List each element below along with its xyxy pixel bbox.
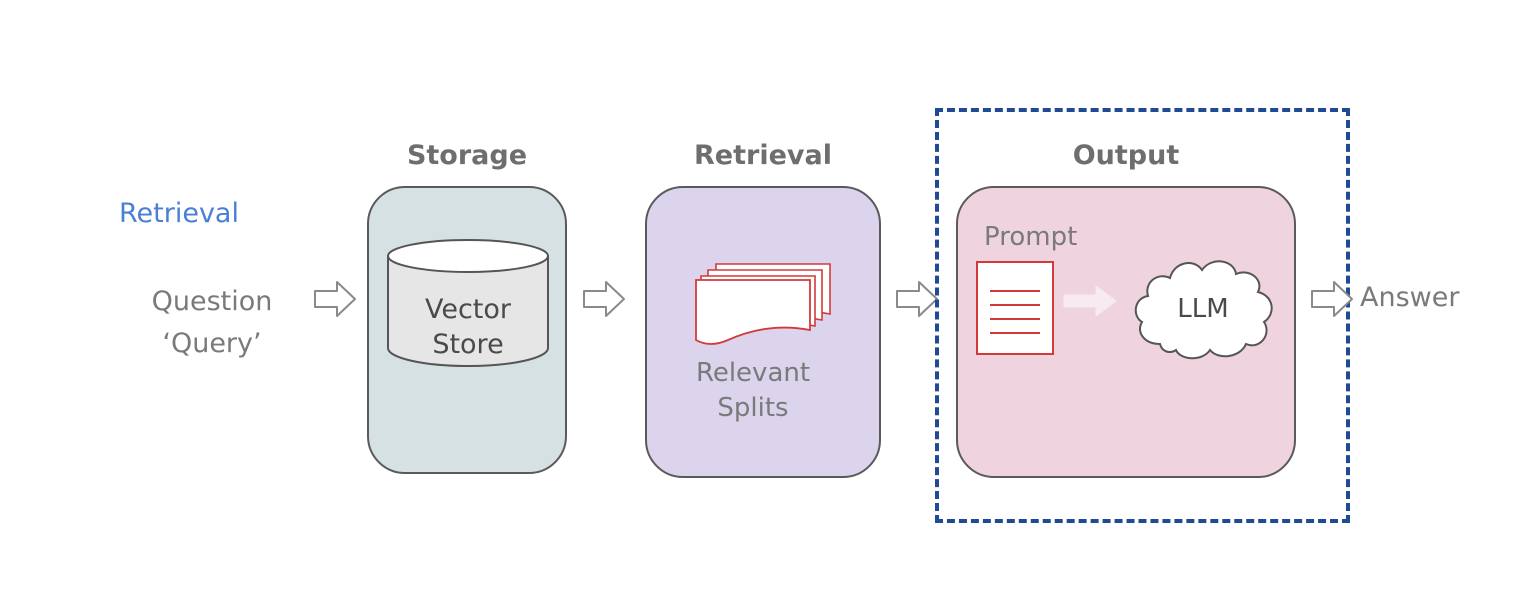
retrieval-panel xyxy=(645,186,881,478)
vector-store-line-1: Vector xyxy=(424,294,512,325)
database-cylinder-icon xyxy=(387,239,549,367)
flow-arrow-icon xyxy=(1063,285,1117,317)
storage-title: Storage xyxy=(406,140,528,171)
section-label: Retrieval xyxy=(119,198,239,229)
arrow-right-icon xyxy=(896,281,938,317)
arrow-right-icon xyxy=(1311,281,1353,317)
relevant-splits-label: Relevant Splits xyxy=(645,356,861,426)
arrow-right-icon xyxy=(314,281,356,317)
llm-cloud-icon xyxy=(1134,260,1273,360)
vector-store-line-2: Store xyxy=(432,329,504,360)
retrieval-title: Retrieval xyxy=(694,140,832,171)
input-question-label: Question ‘Query’ xyxy=(132,281,292,365)
llm-label: LLM xyxy=(1177,294,1229,324)
prompt-label: Prompt xyxy=(984,222,1078,252)
output-title: Output xyxy=(1072,140,1180,171)
answer-label: Answer xyxy=(1360,282,1460,313)
prompt-document-icon xyxy=(976,261,1054,355)
document-stack-icon xyxy=(695,263,831,345)
arrow-right-icon xyxy=(583,281,625,317)
relevant-splits-line-2: Splits xyxy=(717,393,789,423)
input-line-2: ‘Query’ xyxy=(162,328,262,359)
relevant-splits-line-1: Relevant xyxy=(695,358,811,388)
vector-store-label: Vector Store xyxy=(386,292,550,362)
output-highlight-box xyxy=(935,108,1350,523)
input-line-1: Question xyxy=(151,286,273,317)
